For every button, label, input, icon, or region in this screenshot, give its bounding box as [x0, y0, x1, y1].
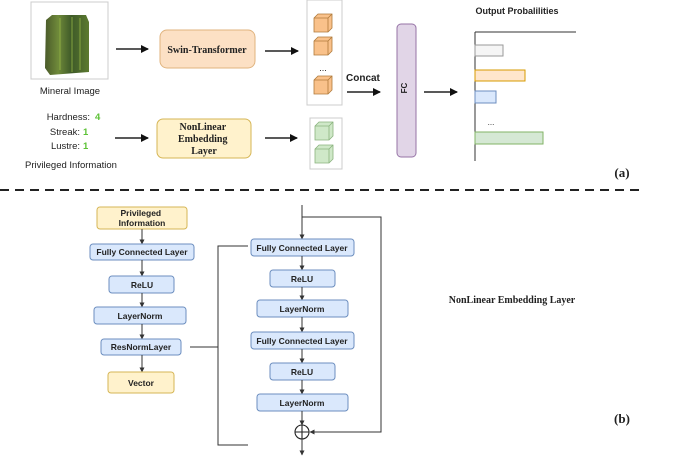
privileged-information-label: Privileged Information [25, 160, 117, 171]
lustre-key: Lustre: [51, 141, 80, 152]
privileged-values: Hardness: 4 Streak: 1 Lustre: 1 [47, 112, 101, 152]
ellipsis: ... [319, 63, 327, 73]
probability-bar [474, 44, 504, 57]
relu-box: ReLU [291, 367, 313, 377]
streak-value: 1 [83, 127, 89, 138]
output-probabilities-label: Output Probalilities [475, 6, 558, 16]
hardness-key: Hardness: [47, 112, 90, 123]
fc-layer-box: Fully Connected Layer [96, 247, 188, 257]
add-icon [294, 424, 310, 440]
mineral-image [30, 1, 109, 80]
image-feature-tokens: ... [306, 0, 343, 106]
concat-label: Concat [346, 73, 381, 84]
output-probabilities-chart: ... [474, 31, 576, 161]
expansion-bracket [190, 245, 248, 446]
cube-icon [314, 121, 334, 141]
nonlinear-embedding-label: NonLinear Embedding Layer [178, 122, 230, 157]
hardness-value: 4 [95, 112, 101, 123]
layernorm-box: LayerNorm [280, 398, 325, 408]
privileged-feature-tokens [309, 117, 343, 170]
swin-transformer-label: Swin-Transformer [167, 45, 247, 56]
streak-key: Streak: [50, 127, 80, 138]
vector-box: Vector [128, 378, 155, 388]
fc-block [396, 23, 417, 158]
panel-b-tag: (b) [614, 411, 630, 426]
panel-a-tag: (a) [614, 165, 629, 180]
ellipsis: ... [488, 118, 495, 127]
probability-bar [474, 90, 497, 104]
probability-bar [474, 69, 526, 82]
fc-layer-box: Fully Connected Layer [256, 336, 348, 346]
lustre-value: 1 [83, 141, 89, 152]
skip-connection [302, 216, 382, 435]
swin-transformer-block [159, 29, 256, 69]
fc-label: FC [400, 82, 409, 93]
nonlinear-embedding-title: NonLinear Embedding Layer [449, 295, 576, 306]
fc-layer-box: Fully Connected Layer [256, 243, 348, 253]
layernorm-box: LayerNorm [280, 304, 325, 314]
cube-icon [313, 13, 333, 33]
resnormlayer-detail: Fully Connected Layer ReLU LayerNorm Ful… [250, 205, 382, 456]
left-stack: Privileged Information Fully Connected L… [89, 206, 195, 394]
relu-box: ReLU [291, 274, 313, 284]
resnormlayer-box: ResNormLayer [111, 342, 172, 352]
cube-icon [313, 36, 333, 56]
mineral-image-label: Mineral Image [40, 86, 100, 97]
probability-bar [474, 131, 544, 145]
layernorm-box: LayerNorm [118, 311, 163, 321]
cube-icon [314, 144, 334, 164]
nonlinear-embedding-block [156, 118, 252, 159]
privileged-information-box: Privileged Information [119, 208, 166, 228]
relu-box: ReLU [131, 280, 153, 290]
cube-icon [313, 75, 333, 95]
